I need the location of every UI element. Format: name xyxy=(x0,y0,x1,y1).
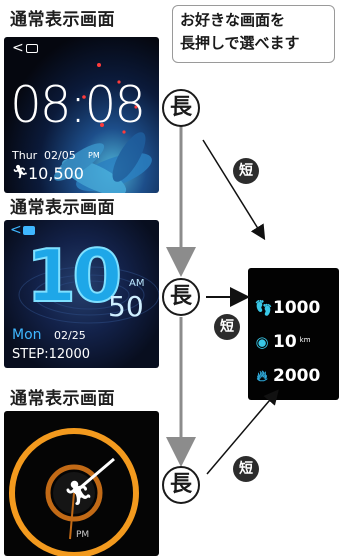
footprint-icon: 👣︎ xyxy=(254,299,274,317)
distance-row: ◉ 10 km xyxy=(254,332,311,352)
flame-icon: 🔥︎ xyxy=(256,367,268,385)
section-title-3: 通常表示画面 xyxy=(10,389,115,409)
share-icon: < xyxy=(12,40,24,56)
steps-row: 👣︎ 1000 xyxy=(254,298,320,318)
callout-line-2: 長押しで選べます xyxy=(180,34,300,52)
distance-value: 10 xyxy=(273,332,297,352)
date-label: 02/25 xyxy=(54,329,86,342)
share-icon: < xyxy=(10,222,22,238)
long-press-badge-1: 長 xyxy=(162,89,200,127)
calories-row: 🔥︎ 2000 xyxy=(254,366,320,386)
section-title-1: 通常表示画面 xyxy=(10,10,115,30)
watch-face-2: < 10 AM 50 Mon 02/25 STEP:12000 xyxy=(4,220,159,368)
long-press-badge-3: 長 xyxy=(162,466,200,504)
long-press-badge-2: 長 xyxy=(162,278,200,316)
callout-line-1: お好きな画面を xyxy=(180,11,286,29)
callout-box: お好きな画面を 長押しで選べます xyxy=(172,5,335,63)
step-label: STEP:12000 xyxy=(12,347,90,362)
day-label: Mon xyxy=(12,327,42,343)
date-label: 02/05 xyxy=(44,149,76,162)
short-press-arrow-3 xyxy=(206,389,279,475)
flower-background xyxy=(53,63,152,193)
steps-value: 10,500 xyxy=(28,164,84,183)
section-title-2: 通常表示画面 xyxy=(10,198,115,218)
ripple-background xyxy=(18,266,159,324)
distance-unit: km xyxy=(299,336,311,344)
runner-icon: 🏃︎ xyxy=(12,165,29,180)
short-press-arrow-1 xyxy=(202,139,266,241)
short-press-badge-1: 短 xyxy=(233,158,259,184)
minute-display: 50 xyxy=(108,290,144,323)
stats-screen: 👣︎ 1000 ◉ 10 km 🔥︎ 2000 xyxy=(248,268,339,400)
hour-display: 10 xyxy=(25,234,123,318)
ring-graphic xyxy=(9,428,139,556)
day-label: Thur xyxy=(12,149,38,162)
short-press-badge-3: 短 xyxy=(233,456,259,482)
watch-face-1: < 08:08 Thur 02/05 PM 🏃︎ 10,500 xyxy=(4,37,159,193)
steps-value: 1000 xyxy=(273,298,321,318)
location-pin-icon: ◉ xyxy=(255,333,269,351)
watch-face-3: 🏃︎ PM xyxy=(4,411,159,556)
runner-icon: 🏃︎ xyxy=(63,479,94,507)
battery-icon xyxy=(26,44,38,53)
ampm-label: PM xyxy=(76,530,90,540)
calories-value: 2000 xyxy=(273,366,321,386)
ampm-label: PM xyxy=(88,151,100,160)
battery-icon xyxy=(23,226,35,235)
short-press-badge-2: 短 xyxy=(214,314,240,340)
ampm-label: AM xyxy=(129,278,145,289)
time-display: 08:08 xyxy=(10,76,146,134)
